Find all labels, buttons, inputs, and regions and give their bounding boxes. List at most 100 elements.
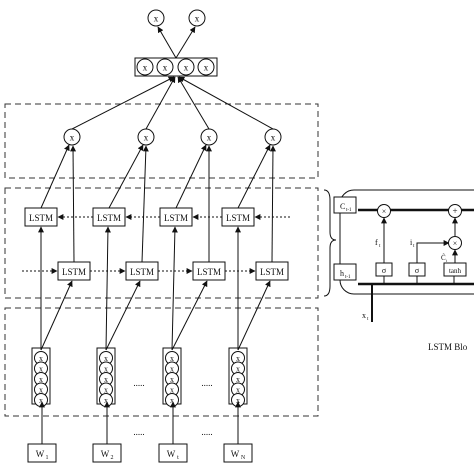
svg-text:x: x: [163, 63, 168, 73]
embedding-cell-label: x: [39, 375, 43, 384]
c-tilde-label: C̃: [441, 254, 446, 262]
embedding-cell-label: x: [39, 396, 43, 405]
svg-text:t-1: t-1: [346, 208, 352, 213]
i-t-label: i: [410, 238, 413, 247]
f-t-sub: t: [379, 244, 381, 249]
candidate-tanh: tanh: [443, 262, 467, 277]
svg-text:LSTM: LSTM: [29, 213, 53, 223]
output-node-1: x: [147, 9, 165, 27]
bilstm-layer-frame: [4, 187, 319, 299]
attention-layer-frame: [4, 103, 319, 179]
embedding-cell-label: x: [170, 386, 174, 395]
lstm-backward-2: LSTM: [92, 207, 126, 227]
svg-text:W: W: [231, 449, 240, 459]
attention-node-3: x: [200, 128, 218, 146]
attention-node-1: x: [63, 128, 81, 146]
embedding-cell-label: x: [39, 365, 43, 374]
i-t-sub: t: [413, 244, 415, 249]
input-word-1: W 1: [27, 443, 57, 463]
embedding-cell-label: x: [104, 354, 108, 363]
embedding-cell-label: x: [104, 396, 108, 405]
arrow-att3-concat: [177, 76, 210, 130]
lstm-to-attention-arrows: [40, 144, 276, 263]
svg-text:2: 2: [111, 455, 114, 461]
forget-multiply-node: ×: [377, 204, 391, 218]
embedding-cell-label: x: [236, 396, 240, 405]
c-prev-label: C t-1: [333, 196, 357, 214]
svg-text:h: h: [340, 269, 344, 278]
lstm-forward-4: LSTM: [255, 261, 289, 281]
svg-text:×: ×: [382, 207, 387, 216]
embedding-cell-label: x: [236, 386, 240, 395]
svg-text:W: W: [36, 449, 45, 459]
attention-node-2: x: [137, 128, 155, 146]
embedding-cell-label: x: [236, 354, 240, 363]
concat-vector: x x x x: [134, 57, 218, 77]
svg-text:C: C: [340, 202, 345, 211]
svg-text:LSTM: LSTM: [62, 267, 86, 277]
svg-text:1: 1: [46, 455, 49, 461]
f-t-label: f: [375, 238, 378, 247]
lstm-forward-2: LSTM: [125, 261, 159, 281]
embedding-cell-label: x: [170, 354, 174, 363]
arrow-att1-concat: [71, 76, 175, 130]
svg-text:LSTM: LSTM: [130, 267, 154, 277]
svg-text:σ: σ: [382, 266, 387, 275]
svg-text:x: x: [184, 63, 189, 73]
svg-text:W: W: [101, 449, 110, 459]
lstm-block-detail: C t-1 h t-1 x t × σ f t σ: [333, 189, 474, 322]
svg-text:x: x: [207, 133, 212, 143]
arrow-to-output-1: [157, 26, 177, 59]
embedding-cell-label: x: [236, 375, 240, 384]
svg-text:x: x: [271, 133, 276, 143]
svg-text:x: x: [362, 311, 366, 320]
arrow-to-output-2: [175, 26, 196, 59]
embedding-to-lstm-arrows: [38, 226, 271, 351]
svg-text:LSTM: LSTM: [197, 267, 221, 277]
svg-text:σ: σ: [415, 266, 420, 275]
input-word-n: W N: [223, 443, 253, 463]
svg-text:x: x: [144, 133, 149, 143]
arrow-att2-concat: [145, 76, 176, 130]
lstm-backward-3: LSTM: [159, 207, 193, 227]
embedding-cell-label: x: [236, 365, 240, 374]
output-node-2: x: [188, 9, 206, 27]
input-ellipsis: .....: [133, 427, 144, 437]
embedding-cell-label: x: [104, 365, 108, 374]
lstm-backward-1: LSTM: [24, 207, 58, 227]
c-tilde-sub: t: [446, 258, 448, 263]
svg-text:N: N: [241, 455, 246, 461]
svg-text:LSTM: LSTM: [164, 213, 188, 223]
cell-add-node: +: [448, 204, 462, 218]
embedding-ellipsis: .....: [133, 378, 144, 388]
svg-text:x: x: [195, 14, 200, 24]
lstm-forward-1: LSTM: [57, 261, 91, 281]
input-word-t: W t: [158, 443, 188, 463]
svg-text:x: x: [143, 63, 148, 73]
input-to-embedding-arrows: [39, 401, 241, 444]
embedding-cell-label: x: [39, 386, 43, 395]
input-multiply-node: ×: [448, 236, 462, 250]
embedding-cell-label: x: [170, 396, 174, 405]
svg-text:LSTM: LSTM: [260, 267, 284, 277]
embedding-cell-label: x: [170, 365, 174, 374]
zoom-brace: [323, 189, 337, 297]
svg-text:+: +: [452, 206, 457, 216]
input-ellipsis-2: .....: [201, 427, 212, 437]
svg-text:x: x: [154, 14, 159, 24]
x-t-label: x t: [362, 311, 369, 322]
lstm-block-caption: LSTM Blo: [428, 342, 468, 352]
svg-text:t: t: [367, 317, 369, 322]
svg-text:x: x: [70, 133, 75, 143]
embedding-layer-frame: [4, 307, 319, 417]
svg-text:tanh: tanh: [449, 267, 462, 275]
embedding-cell-label: x: [104, 375, 108, 384]
svg-text:t: t: [177, 455, 179, 461]
input-word-2: W 2: [92, 443, 122, 463]
svg-text:x: x: [204, 63, 209, 73]
